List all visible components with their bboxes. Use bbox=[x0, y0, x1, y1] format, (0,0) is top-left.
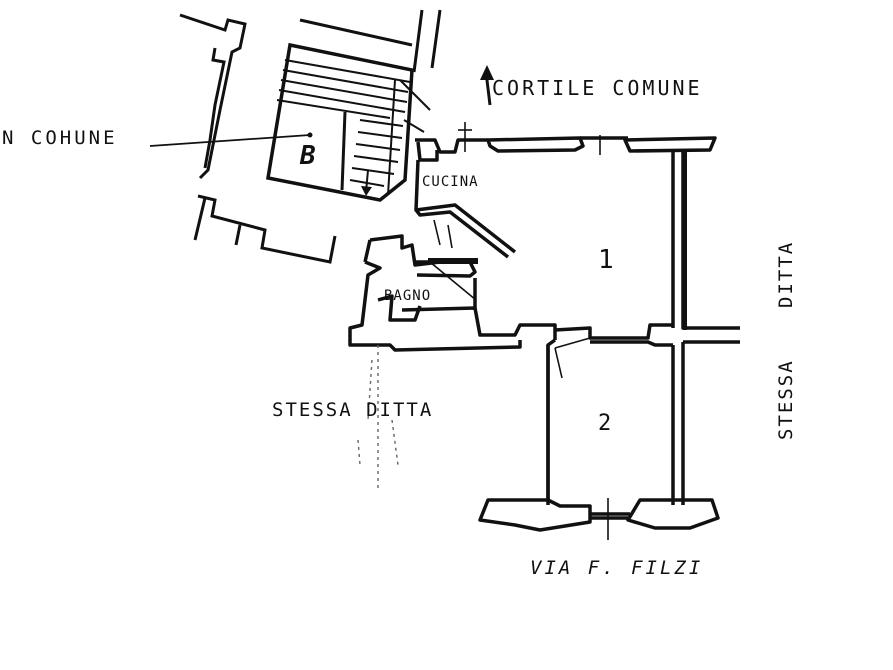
staircase-b bbox=[265, 42, 431, 202]
stair-down-arrow-icon bbox=[361, 169, 372, 196]
androne-label: N COHUNE bbox=[2, 127, 118, 149]
courtyard-label: CORTILE COMUNE bbox=[492, 76, 703, 100]
neighbor-right-bottom-label: DITTA bbox=[775, 241, 797, 308]
kitchen-label: CUCINA bbox=[422, 174, 479, 190]
neighbor-right-top-label: STESSA bbox=[775, 359, 797, 440]
leader-dot bbox=[307, 132, 313, 138]
north-arrow-icon bbox=[480, 65, 494, 106]
door-swings bbox=[429, 122, 609, 540]
neighbor-building-outline bbox=[179, 9, 442, 264]
bathroom-label: BAGNO bbox=[384, 288, 431, 304]
wall-fills bbox=[428, 150, 687, 330]
room-1-label: 1 bbox=[598, 245, 614, 275]
apartment-walls bbox=[348, 136, 740, 532]
sketch-marks bbox=[357, 345, 399, 490]
room-2-label: 2 bbox=[598, 411, 611, 436]
neighbor-left-label: STESSA DITTA bbox=[272, 399, 433, 421]
androne-leader-line bbox=[149, 134, 311, 147]
street-label: VIA F. FILZI bbox=[530, 557, 703, 579]
stair-letter-label: B bbox=[299, 141, 316, 171]
